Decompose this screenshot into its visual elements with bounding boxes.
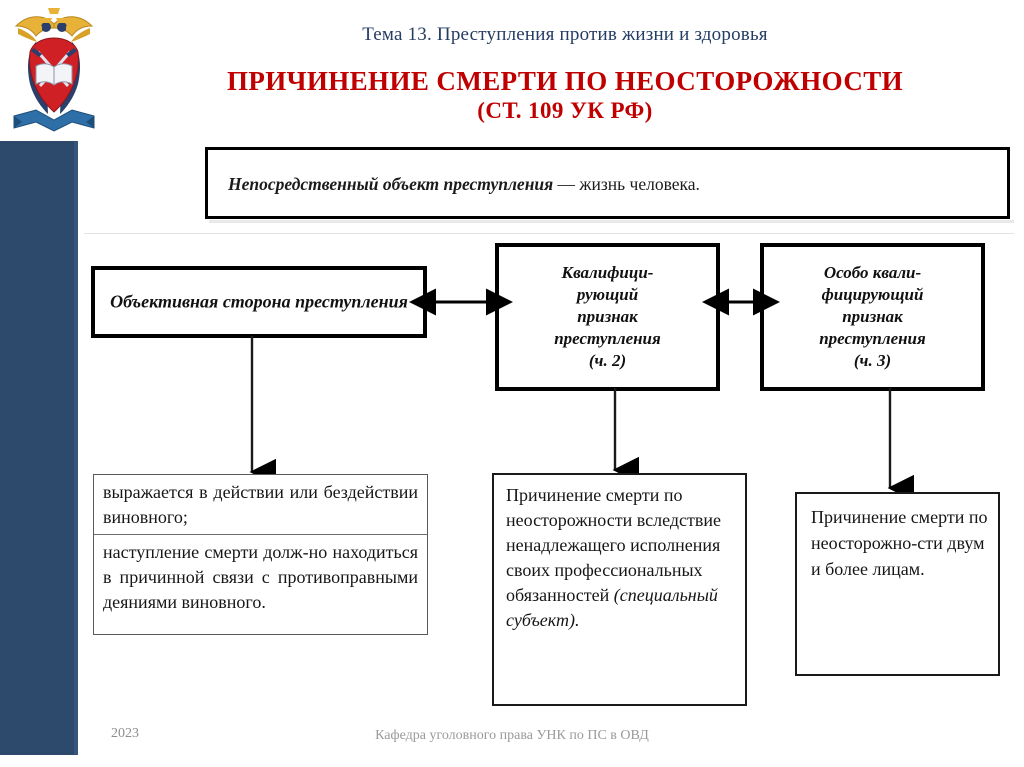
box-professional-duties-text: Причинение смер­ти по неосторож­ности вс… [494,475,745,633]
box-objective-side-details-row1: выражается в действии или бездействии ви… [103,482,418,527]
footer-department: Кафедра уголовного права УНК по ПС в ОВД [375,728,649,743]
mvd-university-emblem-icon [6,4,102,136]
page-title: ПРИЧИНЕНИЕ СМЕРТИ ПО НЕОСТОРОЖНОСТИ (СТ.… [120,66,1010,124]
box-objective-side-details: выражается в действии или бездействии ви… [93,474,428,635]
box-objective-side-details-divider [94,534,427,535]
object-definition-banner: Непосредственный объект преступления — ж… [205,147,1010,219]
horizontal-rule [84,233,1014,234]
object-term: Непосредственный объект преступления [228,174,554,194]
connector-objective-down [249,336,276,486]
box-objective-side-details-row2: наступление смерти долж-но находиться в … [103,542,418,612]
topic-line: Тема 13. Преступления против жизни и здо… [362,24,768,45]
object-definition-text: Непосредственный объект преступления — ж… [228,174,700,195]
box-two-or-more-persons-text: Причинение смерти по неосторожно-сти дву… [811,507,988,579]
box-special-qualifying-sign: Особо квали- фицирующий признак преступл… [760,243,985,391]
connector-special-down [887,388,914,502]
connector-qualifying-down [612,388,639,484]
box-objective-side-label: Объективная сторона преступления [110,291,408,312]
box-two-or-more-persons: Причинение смерти по неосторожно-сти дву… [795,492,1000,676]
object-definition: жизнь человека. [579,174,700,194]
left-navy-band-edge [74,141,78,755]
box-special-qualifying-sign-label: Особо квали- фицирующий признак преступл… [819,263,926,370]
page-title-line1: ПРИЧИНЕНИЕ СМЕРТИ ПО НЕОСТОРОЖНОСТИ [226,66,904,96]
box-professional-duties: Причинение смер­ти по неосторож­ности вс… [492,473,747,706]
connector-qualifying-to-special [702,288,780,316]
footer-year: 2023 [111,726,139,741]
box-professional-duties-main: Причинение смер­ти по неосторож­ности вс… [506,485,721,605]
left-navy-band [0,141,78,755]
connector-objective-to-qualifying [409,288,513,316]
box-qualifying-sign: Квалифици- рующий признак преступления (… [495,243,720,391]
box-professional-duties-subject: (специальный субъект). [506,585,718,630]
object-banner-shadow [209,220,1014,223]
box-objective-side: Объективная сторона преступления [91,266,427,338]
object-dash: — [553,174,580,194]
box-qualifying-sign-label: Квалифици- рующий признак преступления (… [554,263,661,370]
page-title-line2: (СТ. 109 УК РФ) [477,98,653,123]
